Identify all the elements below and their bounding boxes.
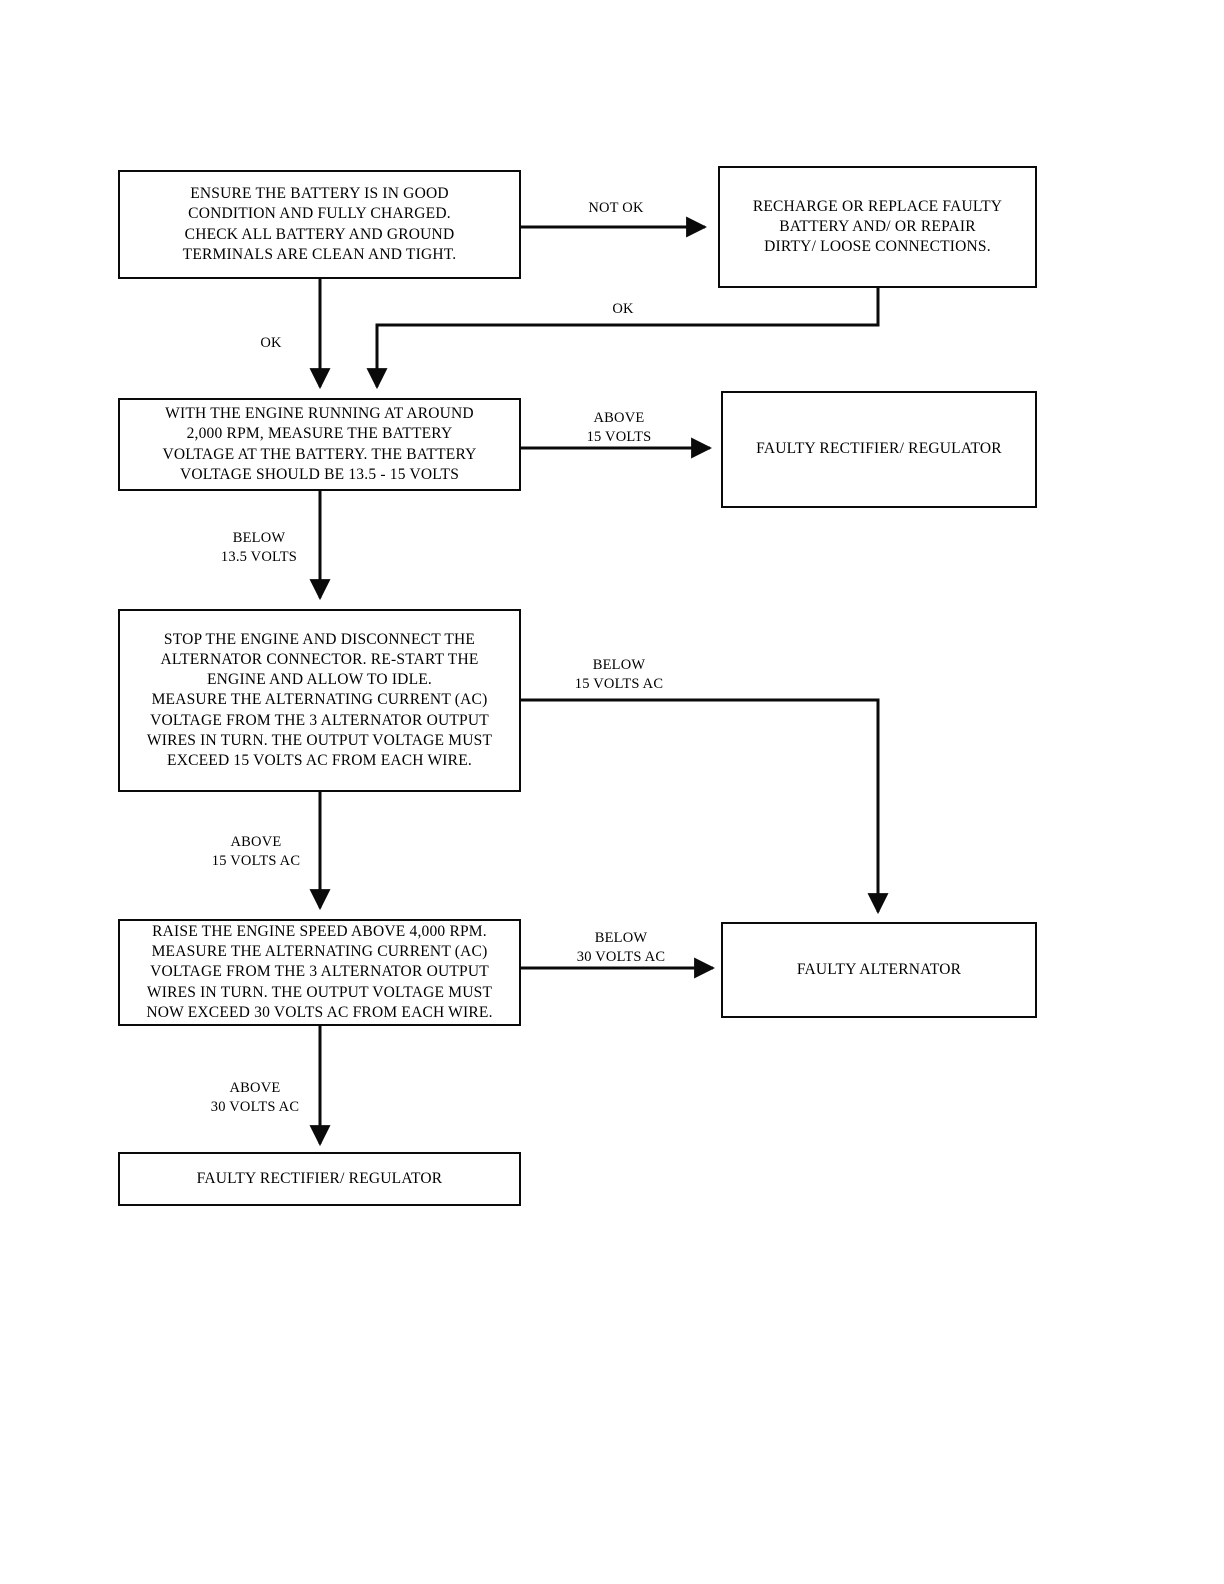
node-faulty-rectifier-top-label: FAULTY RECTIFIER/ REGULATOR [756, 440, 1002, 458]
node-measure-ac-4000[interactable]: RAISE THE ENGINE SPEED ABOVE 4,000 RPM. … [118, 919, 521, 1026]
edge-label-above-30-volts-ac: ABOVE 30 VOLTS AC [210, 1080, 300, 1115]
edge-label-below-15-volts-ac: BELOW 15 VOLTS AC [574, 657, 664, 692]
edge-label-not-ok: NOT OK [588, 200, 644, 216]
edge-label-below-30-volts-ac: BELOW 30 VOLTS AC [576, 930, 666, 965]
connector-below-15-volts-ac [521, 698, 889, 915]
node-faulty-alternator[interactable]: FAULTY ALTERNATOR [721, 922, 1037, 1018]
node-faulty-rectifier-top[interactable]: FAULTY RECTIFIER/ REGULATOR [721, 391, 1037, 508]
connector-ok-return [366, 288, 880, 390]
node-measure-ac-4000-label: RAISE THE ENGINE SPEED ABOVE 4,000 RPM. … [146, 923, 493, 1021]
node-measure-ac-idle-label: STOP THE ENGINE AND DISCONNECT THE ALTER… [146, 631, 493, 769]
node-check-battery[interactable]: ENSURE THE BATTERY IS IN GOOD CONDITION … [118, 170, 521, 279]
node-measure-battery-voltage[interactable]: WITH THE ENGINE RUNNING AT AROUND 2,000 … [118, 398, 521, 491]
node-faulty-rectifier-bottom[interactable]: FAULTY RECTIFIER/ REGULATOR [118, 1152, 521, 1206]
edge-label-above-15-volts-ac: ABOVE 15 VOLTS AC [211, 834, 301, 869]
node-recharge-battery[interactable]: RECHARGE OR REPLACE FAULTY BATTERY AND/ … [718, 166, 1037, 288]
node-faulty-rectifier-bottom-label: FAULTY RECTIFIER/ REGULATOR [196, 1169, 443, 1187]
node-faulty-alternator-label: FAULTY ALTERNATOR [796, 960, 962, 978]
edge-label-above-15-volts: ABOVE 15 VOLTS [586, 410, 652, 445]
edge-label-below-13-5-volts: BELOW 13.5 VOLTS [220, 530, 298, 565]
node-recharge-battery-label: RECHARGE OR REPLACE FAULTY BATTERY AND/ … [752, 197, 1003, 256]
node-measure-battery-voltage-label: WITH THE ENGINE RUNNING AT AROUND 2,000 … [162, 405, 477, 483]
edge-label-ok-return: OK [612, 301, 634, 317]
edge-label-ok-down: OK [260, 335, 282, 351]
node-check-battery-label: ENSURE THE BATTERY IS IN GOOD CONDITION … [182, 185, 457, 263]
node-measure-ac-idle[interactable]: STOP THE ENGINE AND DISCONNECT THE ALTER… [118, 609, 521, 792]
